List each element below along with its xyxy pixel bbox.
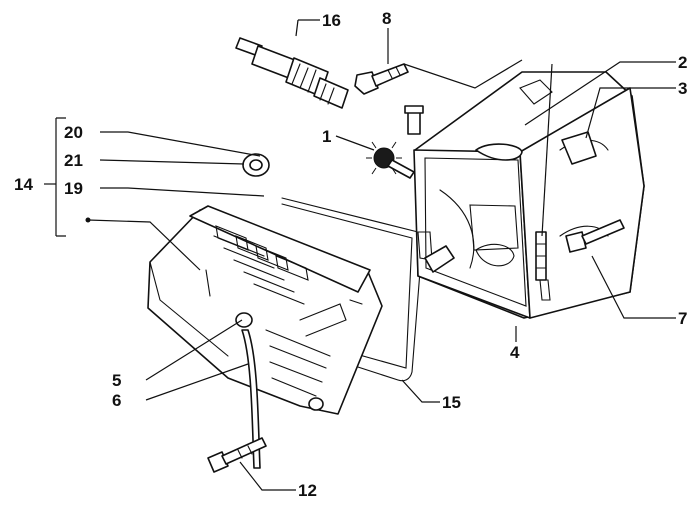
head-stud-2 <box>535 231 547 281</box>
callout-2: 2 <box>678 53 687 72</box>
breather-hose <box>241 329 261 469</box>
head-bolt-7 <box>565 219 625 253</box>
cylinder-head <box>413 71 645 319</box>
callout-5: 5 <box>112 371 121 390</box>
callout-3: 3 <box>678 79 687 98</box>
callout-12: 12 <box>298 481 317 500</box>
callout-1: 1 <box>322 127 331 146</box>
callout-8: 8 <box>382 9 391 28</box>
callout-20: 20 <box>64 123 83 142</box>
callout-21: 21 <box>64 151 83 170</box>
callout-7: 7 <box>678 309 687 328</box>
callout-14-marker <box>85 217 91 223</box>
sprocket-gear <box>366 141 415 179</box>
callout-labels: 16 8 1 2 3 7 4 15 12 5 6 20 21 19 14 <box>14 9 687 500</box>
spark-plug <box>235 37 349 109</box>
callout-4: 4 <box>510 343 520 362</box>
head-screw-top <box>404 105 424 135</box>
callout-15: 15 <box>442 393 461 412</box>
callout-16: 16 <box>322 11 341 30</box>
bolt-8 <box>354 63 409 95</box>
callout-14: 14 <box>14 175 33 194</box>
oil-seal-ring <box>242 153 270 177</box>
bolt-12 <box>207 437 267 473</box>
callout-6: 6 <box>112 391 121 410</box>
leader-lines <box>44 19 676 491</box>
callout-19: 19 <box>64 179 83 198</box>
centering-pin <box>424 245 455 273</box>
valve-cover <box>147 205 383 415</box>
